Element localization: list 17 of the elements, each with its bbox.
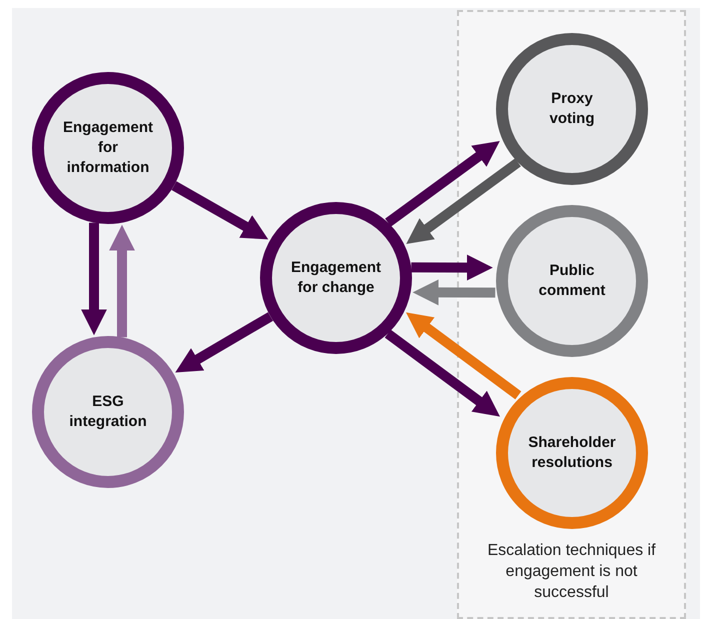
node-label: Shareholder resolutions — [527, 433, 617, 473]
arrow — [406, 312, 522, 400]
arrow — [175, 312, 273, 372]
dashed-group-box — [457, 10, 686, 619]
arrow — [406, 158, 521, 244]
arrow — [172, 181, 268, 240]
node-label: Engagement for change — [290, 258, 382, 298]
node-label: Proxy voting — [548, 89, 596, 129]
arrow — [109, 224, 135, 338]
arrow — [385, 140, 500, 227]
node-label: Public comment — [538, 261, 606, 301]
group-caption: Escalation techniques if engagement is not successful — [486, 541, 657, 603]
arrow — [384, 330, 500, 417]
arrow — [412, 279, 496, 306]
arrow — [81, 222, 107, 336]
node-label: ESG integration — [68, 392, 148, 432]
node-label: Engagement for information — [62, 118, 154, 178]
